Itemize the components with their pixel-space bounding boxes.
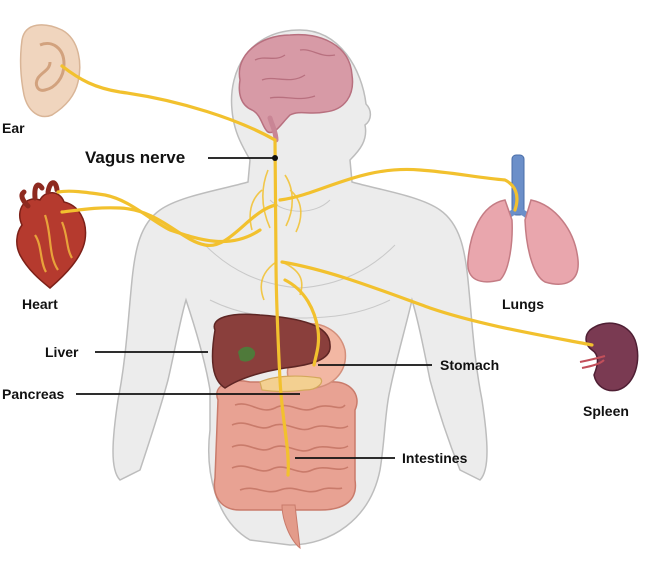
- heart: [16, 180, 87, 289]
- label-spleen: Spleen: [583, 403, 629, 419]
- body-silhouette: [112, 29, 488, 546]
- lungs: [467, 154, 579, 285]
- label-stomach: Stomach: [440, 357, 499, 373]
- label-vagus-nerve: Vagus nerve: [85, 148, 185, 167]
- vagus-nerve-pathways: [56, 64, 594, 477]
- pancreas: [259, 375, 323, 393]
- label-lungs: Lungs: [502, 296, 544, 312]
- vagus-nerve-pointer-dot: [272, 155, 278, 161]
- label-liver: Liver: [45, 344, 79, 360]
- ear: [19, 24, 81, 118]
- brain: [238, 33, 354, 143]
- label-ear: Ear: [2, 120, 25, 136]
- liver: [211, 313, 331, 389]
- label-heart: Heart: [22, 296, 58, 312]
- label-intestines: Intestines: [402, 450, 468, 466]
- spleen: [579, 322, 639, 392]
- leader-lines: [76, 155, 432, 459]
- label-pancreas: Pancreas: [2, 386, 64, 402]
- labels: Ear Vagus nerve Heart Lungs Liver Stomac…: [2, 120, 629, 466]
